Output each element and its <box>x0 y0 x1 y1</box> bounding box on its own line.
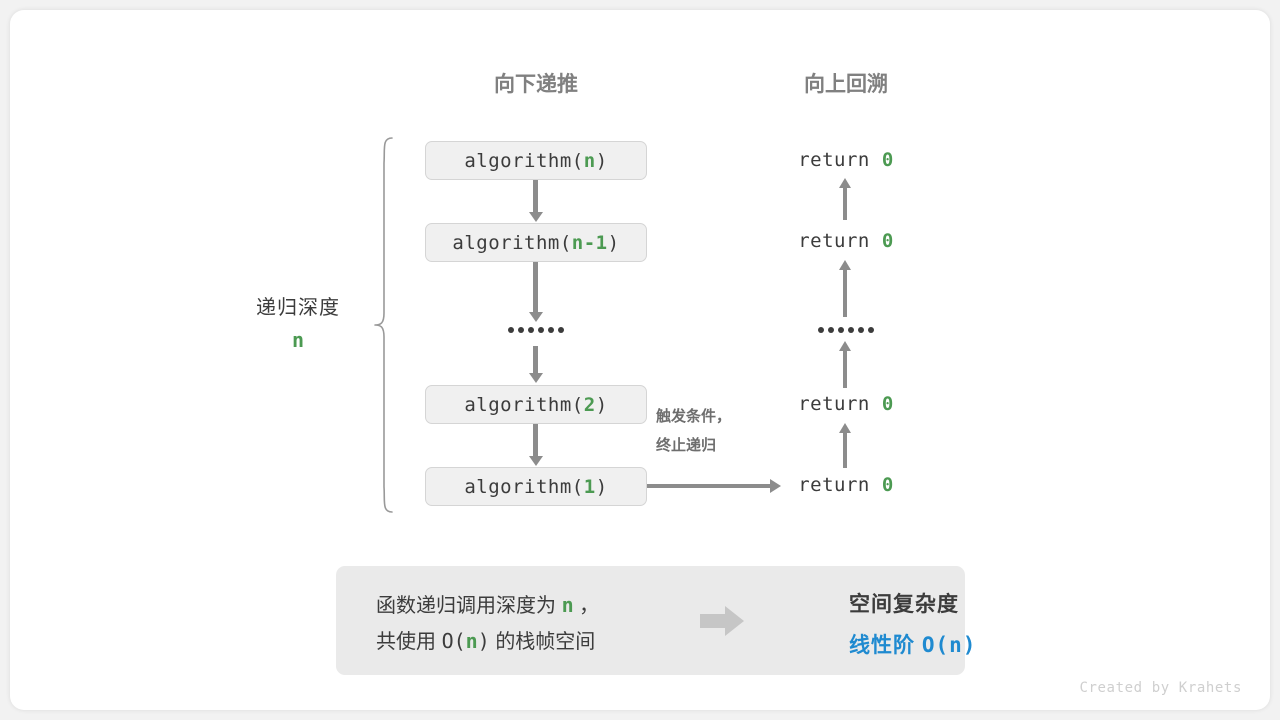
column-heading-upward-backtracking: 向上回溯 <box>804 73 888 96</box>
summary-line2-b: 的栈帧空间 <box>495 631 596 653</box>
dot <box>538 327 544 333</box>
up-arrow-1 <box>843 187 847 220</box>
dot <box>868 327 874 333</box>
return-value: 0 <box>881 149 894 171</box>
summary-line2-close: ) <box>477 629 490 653</box>
recursion-depth-brace <box>374 137 393 513</box>
complexity-title: 空间复杂度 <box>849 593 959 616</box>
return-keyword: return <box>798 230 870 252</box>
ellipsis-dots-right <box>818 327 874 333</box>
return-value: 0 <box>881 393 894 415</box>
dot <box>858 327 864 333</box>
return-label-second: return 0 <box>798 230 894 252</box>
summary-right-text: 空间复杂度 线性阶 O(n) <box>849 588 975 659</box>
return-label-third: return 0 <box>798 393 894 415</box>
summary-panel: 函数递归调用深度为 n ， 共使用 O(n) 的栈帧空间 空间复杂度 线性阶 O… <box>336 566 975 675</box>
call-box-close: ) <box>595 475 608 498</box>
call-box-arg: 2 <box>583 393 596 416</box>
call-box-name: algorithm( <box>464 475 584 498</box>
column-heading-downward-recursion: 向下递推 <box>494 73 578 96</box>
complexity-bigo: O(n) <box>921 633 977 657</box>
summary-line1-b: ， <box>579 595 600 617</box>
dot <box>528 327 534 333</box>
right-block-arrow-icon <box>700 606 744 636</box>
dot <box>838 327 844 333</box>
call-box-close: ) <box>607 231 620 254</box>
up-arrow-2 <box>843 269 847 317</box>
terminate-arrow <box>647 484 771 488</box>
call-box-arg: n-1 <box>571 231 608 254</box>
credit-text: Created by Krahets <box>1079 680 1242 696</box>
summary-line2-a: 共使用 <box>376 631 436 653</box>
return-label-bottom: return 0 <box>798 474 894 496</box>
summary-line1-highlight: n <box>561 593 574 617</box>
return-label-top: return 0 <box>798 149 894 171</box>
dot <box>558 327 564 333</box>
call-box-arg: n <box>583 149 596 172</box>
up-arrow-3 <box>843 350 847 388</box>
call-box-n[interactable]: algorithm(n) <box>425 141 647 180</box>
return-keyword: return <box>798 149 870 171</box>
return-value: 0 <box>881 230 894 252</box>
call-box-arg: 1 <box>583 475 596 498</box>
return-keyword: return <box>798 474 870 496</box>
down-arrow-4 <box>533 424 538 457</box>
down-arrow-2 <box>533 262 538 313</box>
summary-line1-a: 函数递归调用深度为 <box>376 595 556 617</box>
complexity-value: 线性阶 O(n) <box>849 629 975 659</box>
terminate-condition-note: 触发条件， 终止递归 <box>656 402 731 460</box>
diagram-card: 向下递推 向上回溯 递归深度 n algorithm(n) algorithm(… <box>10 10 1270 710</box>
call-box-n-minus-1[interactable]: algorithm(n-1) <box>425 223 647 262</box>
down-arrow-3 <box>533 346 538 374</box>
ellipsis-dots-left <box>508 327 564 333</box>
dot <box>508 327 514 333</box>
recursion-depth-value: n <box>291 328 305 352</box>
call-box-1[interactable]: algorithm(1) <box>425 467 647 506</box>
call-box-close: ) <box>595 393 608 416</box>
call-box-2[interactable]: algorithm(2) <box>425 385 647 424</box>
down-arrow-1 <box>533 180 538 213</box>
terminate-note-line2: 终止递归 <box>656 437 717 454</box>
dot <box>518 327 524 333</box>
summary-left-text: 函数递归调用深度为 n ， 共使用 O(n) 的栈帧空间 <box>376 588 599 660</box>
summary-line2-highlight: n <box>465 629 478 653</box>
call-box-name: algorithm( <box>464 149 584 172</box>
call-box-close: ) <box>595 149 608 172</box>
dot <box>848 327 854 333</box>
terminate-note-line1: 触发条件， <box>656 408 732 425</box>
recursion-depth-text: 递归深度 <box>256 297 340 319</box>
dot <box>818 327 824 333</box>
return-keyword: return <box>798 393 870 415</box>
call-box-name: algorithm( <box>452 231 572 254</box>
summary-line2-open: O( <box>441 629 466 653</box>
complexity-order-name: 线性阶 <box>849 634 915 657</box>
dot <box>548 327 554 333</box>
call-box-name: algorithm( <box>464 393 584 416</box>
recursion-depth-label: 递归深度 n <box>256 291 340 352</box>
dot <box>828 327 834 333</box>
return-value: 0 <box>881 474 894 496</box>
up-arrow-4 <box>843 432 847 468</box>
